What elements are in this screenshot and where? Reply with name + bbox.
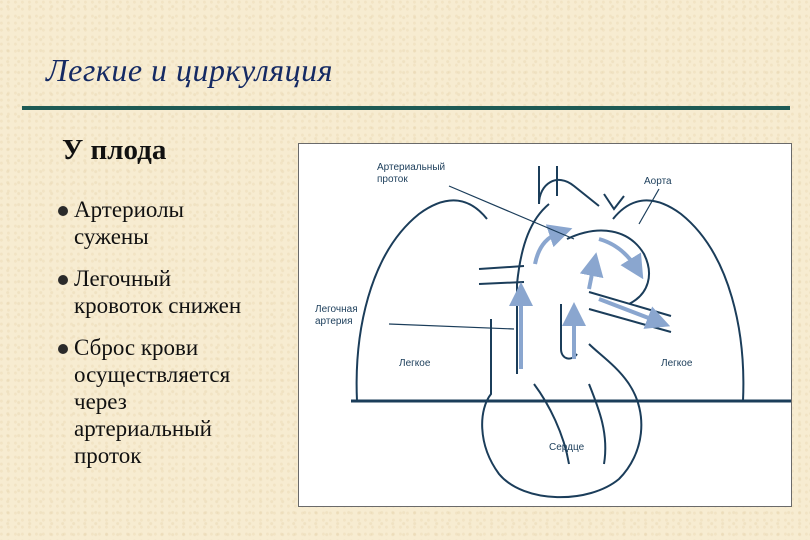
flow-arrow-icon xyxy=(579,252,604,290)
fetal-circulation-diagram: Артериальный проток Аорта Легочная артер… xyxy=(298,143,792,507)
leader-line-pulmonary xyxy=(388,323,515,330)
label-pulmonary-artery-line2: артерия xyxy=(315,316,353,327)
heart-vessel-detail xyxy=(533,383,607,465)
bullet-item: Легочный кровоток снижен xyxy=(56,265,296,319)
bullet-text-line: Артериолы xyxy=(74,197,185,222)
label-right-lung: Легкое xyxy=(661,358,693,369)
bullet-text-line: через xyxy=(74,389,127,414)
bullet-dot-icon xyxy=(58,344,68,354)
bullet-item: Артериолы сужены xyxy=(56,196,296,250)
label-aorta: Аорта xyxy=(644,176,672,187)
bullet-text-line: артериальный xyxy=(74,416,212,441)
bullet-text-line: кровоток снижен xyxy=(74,293,242,318)
flow-arrow-icon xyxy=(533,224,573,265)
bullet-text-line: проток xyxy=(74,443,142,468)
heart-lungs-illustration: Артериальный проток Аорта Легочная артер… xyxy=(315,162,791,499)
slide-subtitle: У плода xyxy=(62,134,167,166)
bullet-dot-icon xyxy=(58,275,68,285)
aortic-branch xyxy=(603,193,625,211)
right-lung-outline xyxy=(612,199,745,402)
bullet-dot-icon xyxy=(58,206,68,216)
bullet-text-line: сужены xyxy=(74,224,149,249)
bullet-item: Сброс крови осуществляется через артериа… xyxy=(56,334,296,469)
heart-outline xyxy=(481,319,643,499)
label-ductus-line2: проток xyxy=(377,174,408,185)
label-left-lung: Легкое xyxy=(399,358,431,369)
bullet-text-line: осуществляется xyxy=(74,362,231,387)
left-lung-outline xyxy=(355,199,488,402)
title-divider xyxy=(22,106,790,110)
bullet-text-line: Легочный xyxy=(74,266,172,291)
label-ductus-line1: Артериальный xyxy=(377,162,445,173)
leader-line-aorta xyxy=(638,188,660,225)
slide-title: Легкие и циркуляция xyxy=(46,52,334,88)
pulmonary-trunk xyxy=(566,229,650,305)
flow-arrow-icon xyxy=(598,297,671,329)
bullet-list: Артериолы сужены Легочный кровоток сниже… xyxy=(56,196,296,484)
label-pulmonary-artery-line1: Легочная xyxy=(315,304,358,315)
bullet-text-line: Сброс крови xyxy=(74,335,199,360)
aortic-arch xyxy=(538,166,600,207)
leader-line-ductus xyxy=(448,185,575,240)
label-heart: Сердце xyxy=(549,442,585,453)
flow-arrow-icon xyxy=(598,237,644,280)
